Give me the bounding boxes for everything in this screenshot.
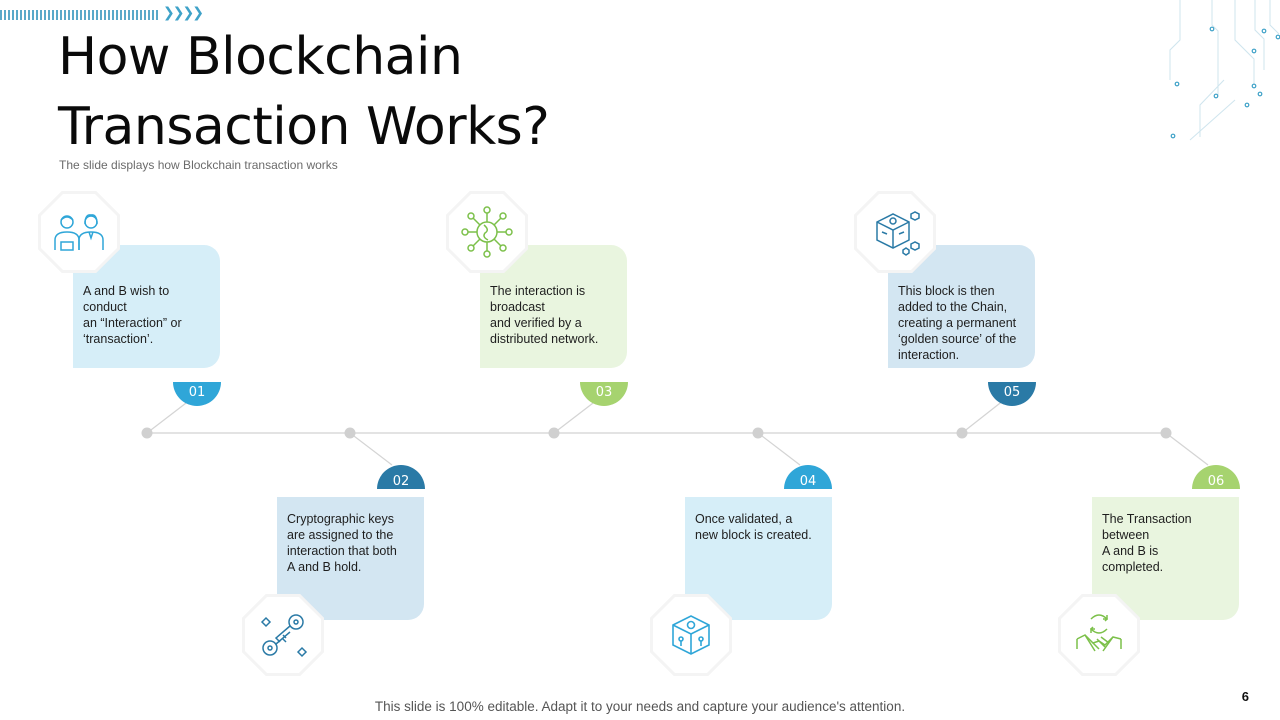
timeline-node (956, 427, 968, 439)
step-card-04: Once validated, a new block is created. (685, 497, 832, 620)
step-icon-frame-01 (38, 191, 120, 273)
step-icon-frame-06 (1058, 594, 1140, 676)
step-text: This block is then added to the Chain, c… (898, 284, 1017, 362)
step-text: A and B wish to conduct an “Interaction”… (83, 284, 182, 346)
blockchain-icon (876, 211, 920, 256)
step-icon-frame-05 (854, 191, 936, 273)
timeline-node (548, 427, 560, 439)
network-icon (461, 206, 513, 258)
step-icon-frame-03 (446, 191, 528, 273)
page-subtitle: The slide displays how Blockchain transa… (59, 158, 338, 172)
step-text: The interaction is broadcast and verifie… (490, 284, 599, 346)
step-icon-frame-02 (242, 594, 324, 676)
timeline-node (1160, 427, 1172, 439)
handshake-icon (1076, 614, 1122, 652)
timeline-node (752, 427, 764, 439)
page-title: How Blockchain Transaction Works? (58, 27, 550, 157)
keys-icon (260, 614, 308, 658)
timeline-node (141, 427, 153, 439)
decorative-stripes (0, 10, 160, 20)
step-card-02: Cryptographic keys are assigned to the i… (277, 497, 424, 620)
step-icon-frame-04 (650, 594, 732, 676)
timeline-node (344, 427, 356, 439)
page-number: 6 (1241, 689, 1249, 704)
chevrons-icon: ❯❯❯❯ (163, 5, 204, 21)
block-icon (672, 615, 710, 655)
step-text: Cryptographic keys are assigned to the i… (287, 512, 397, 574)
users-icon (54, 214, 104, 251)
step-text: Once validated, a new block is created. (695, 512, 812, 542)
step-card-06: The Transaction between A and B is compl… (1092, 497, 1239, 620)
step-text: The Transaction between A and B is compl… (1102, 512, 1192, 574)
footer-note: This slide is 100% editable. Adapt it to… (374, 699, 906, 714)
circuit-decoration-icon (1169, 0, 1280, 141)
